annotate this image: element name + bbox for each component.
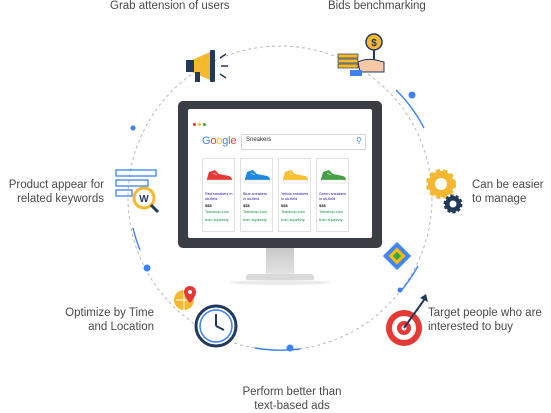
logo-letter: l [228,135,231,147]
accent-arc-left [132,227,141,251]
sneaker-image [282,170,309,184]
ring-dot [143,264,151,272]
label-product-appear: Product appear for related keywords [2,178,104,206]
label-target-line2: interested to buy [428,321,514,333]
product-card[interactable]: Green sneakers in uk-field $$$ Torbshop.co… [316,158,349,232]
product-shop: Torbshop.com [243,210,267,214]
product-price: $$$ [281,203,288,208]
sneaker-image [244,170,271,184]
ring-dot [130,125,136,131]
label-easier-line2: to manage [472,193,527,205]
google-logo: Google [202,135,236,147]
label-target-line1: Target people who are [428,307,542,319]
product-card[interactable]: Red sneakers in uk-field $$$ Torbshop.com f… [202,158,235,232]
search-bar[interactable]: Sneakers ⚲ [241,134,366,150]
dashed-circle [127,45,433,351]
svg-text:W: W [139,194,149,205]
product-card[interactable]: Yellow sneakers in uk-field $$$ Torbshop.c… [278,158,311,232]
ring-dot [397,287,403,293]
keyword-search-icon: W [115,169,160,214]
logo-letter: G [202,135,211,147]
logo-letter: g [222,135,229,147]
label-optimize: Optimize by Time and Location [50,306,154,334]
label-target-people: Target people who are interested to buy [428,306,542,334]
svg-text:$: $ [371,38,377,49]
monitor: Google Sneakers ⚲ Red sneakers in uk-fie… [178,101,382,248]
logo-letter: e [230,135,237,147]
label-perform-better: Perform better than text-based ads [234,385,350,413]
label-optimize-line1: Optimize by Time [65,307,154,319]
product-shop: Torbshop.com [281,210,305,214]
megaphone-icon [186,50,228,82]
label-bids-benchmarking: Bids benchmarking [328,0,426,12]
label-easier-line1: Can be easier [472,179,544,191]
search-query: Sneakers [246,137,272,143]
product-rating: from squeezly [319,218,343,222]
target-arrow-icon [386,294,428,346]
logo-letter: o [216,135,223,147]
accent-arc-top-right [395,89,425,129]
product-shop: Torbshop.com [319,210,343,214]
monitor-shadow [230,280,330,285]
window-close-dot [193,123,196,126]
product-card[interactable]: Blue sneakers in uk-field $$$ Torbshop.com… [240,158,273,232]
label-product-line1: Product appear for [8,179,104,191]
ring-dot [408,91,416,99]
product-rating: from squeezly [281,218,305,222]
product-rating: from squeezly [243,218,267,222]
product-title: Green sneakers in uk-field [319,192,347,201]
label-grab-attention: Grab attension of users [110,0,230,12]
sneaker-image [206,170,233,184]
monitor-stand-neck [266,248,294,275]
accent-arc-bottom [254,347,301,351]
product-price: $$$ [205,203,212,208]
product-price: $$$ [319,203,326,208]
product-shop: Torbshop.com [205,210,229,214]
logo-letter: o [210,135,217,147]
gears-icon [426,169,463,214]
product-price: $$$ [243,203,250,208]
monitor-screen: Google Sneakers ⚲ Red sneakers in uk-fie… [188,109,372,238]
search-icon: ⚲ [356,136,362,145]
product-rating: from squeezly [205,218,229,222]
ring-dot [286,344,294,352]
label-perform-line2: text-based ads [254,400,330,412]
label-optimize-line2: and Location [88,321,154,333]
window-controls [193,113,208,131]
label-easier-manage: Can be easier to manage [472,178,544,206]
product-title: Red sneakers in uk-field [205,192,233,201]
product-title: Blue sneakers in uk-field [243,192,268,201]
label-product-line2: related keywords [17,193,104,205]
monitor-stand-base [246,274,314,280]
window-maximize-dot [203,123,206,126]
clock-location-icon [174,286,238,348]
sneaker-image [320,170,347,184]
label-perform-line1: Perform better than [242,386,342,398]
product-title: Yellow sneakers in uk-field [281,192,309,201]
money-hand-icon: $ [337,33,385,76]
window-minimize-dot [198,123,201,126]
google-ads-icon [382,241,412,271]
